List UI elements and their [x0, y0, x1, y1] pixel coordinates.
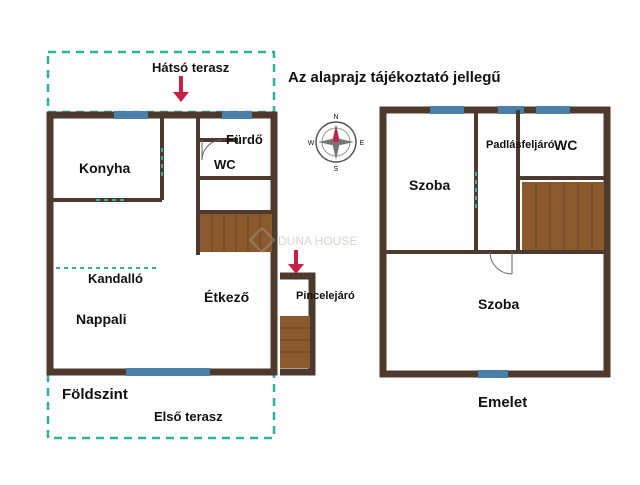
compass-north-label: N — [333, 114, 338, 121]
ground-floor-stairs — [200, 214, 272, 252]
back-terrace-label: Hátsó terasz — [152, 60, 230, 75]
watermark-logo: DUNA HOUSE — [248, 226, 357, 254]
ground-window-bath — [222, 111, 252, 119]
room-bathroom-label: Fürdő — [226, 132, 263, 147]
upper-window-1 — [430, 106, 464, 114]
ground-window-front — [126, 368, 210, 376]
room-wc-label: WC — [214, 157, 236, 172]
upper-window-2 — [498, 106, 524, 114]
front-terrace-label: Első terasz — [154, 409, 223, 424]
attic-access-label: Padlásfeljáró — [486, 139, 555, 151]
cellar-label: Pincelejáró — [296, 290, 355, 302]
watermark-text: DUNA HOUSE — [278, 234, 357, 248]
back-entry-arrow — [173, 76, 189, 102]
compass-south-label: S — [334, 166, 339, 173]
room-living-label: Nappali — [76, 311, 127, 327]
cellar-walls — [280, 272, 316, 376]
cellar-entry-arrow — [288, 250, 304, 274]
compass-west-label: W — [308, 140, 315, 147]
upper-wc-label: WC — [554, 137, 577, 153]
upper-room-2-label: Szoba — [478, 296, 519, 312]
upper-window-3 — [536, 106, 570, 114]
upper-floor-stairs — [522, 182, 604, 250]
upper-room-1-label: Szoba — [409, 177, 450, 193]
upper-window-4 — [478, 370, 508, 378]
compass-east-label: E — [360, 140, 365, 147]
plan-notice: Az alaprajz tájékoztató jellegű — [288, 69, 501, 86]
room-dining-label: Étkező — [204, 289, 249, 305]
upper-floor-label: Emelet — [478, 394, 527, 411]
upper-door-swing — [489, 251, 513, 275]
front-terrace-outline — [46, 370, 276, 440]
ground-window-kitchen — [114, 111, 148, 119]
cellar-stairs — [280, 316, 310, 368]
fireplace-label: Kandalló — [88, 271, 143, 286]
compass-rose: N S E W — [308, 114, 365, 173]
ground-floor-label: Földszint — [62, 386, 128, 403]
room-kitchen-label: Konyha — [79, 160, 131, 176]
